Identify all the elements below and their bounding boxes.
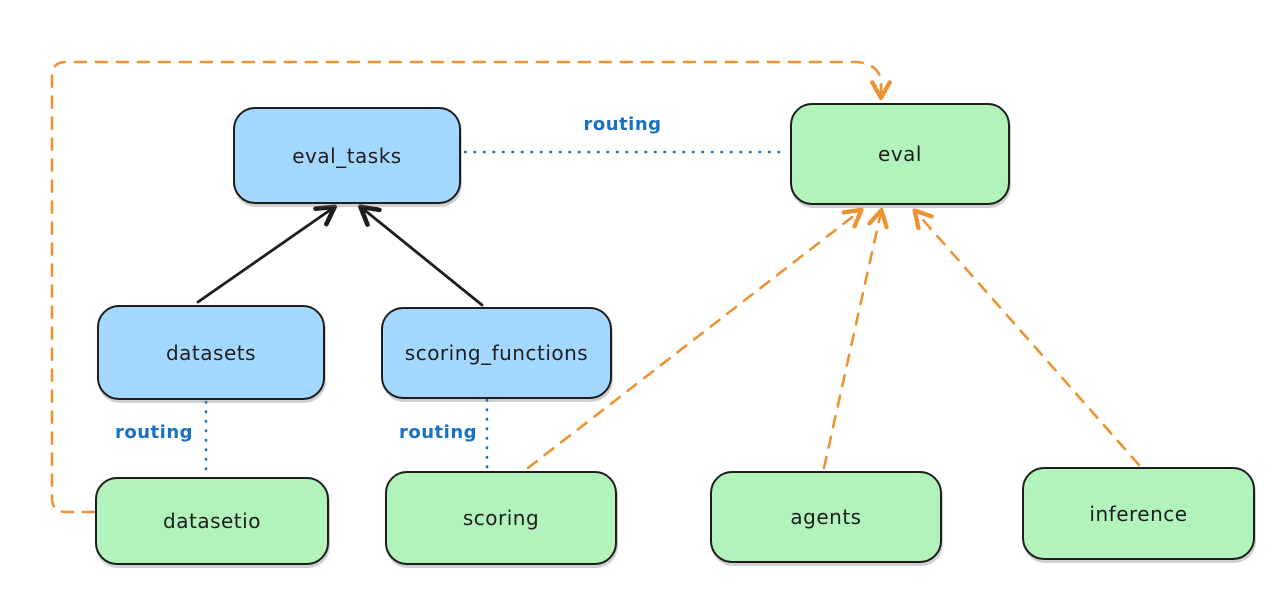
edge-inference-to-eval: [912, 208, 1141, 467]
node-agents: agents: [710, 471, 942, 563]
edge-label-routing-left: routing: [114, 422, 194, 443]
node-datasetio: datasetio: [95, 477, 329, 565]
edge-label-routing-middle: routing: [398, 422, 478, 443]
edge-label-routing-top: routing: [583, 114, 662, 135]
node-inference-label: inference: [1089, 501, 1188, 526]
node-eval: eval: [790, 103, 1010, 205]
node-eval-label: eval: [878, 142, 922, 166]
node-scoring_functions-label: scoring_functions: [404, 341, 589, 365]
edge-scoring_functions-to-eval_tasks: [358, 204, 484, 307]
node-eval_tasks-label: eval_tasks: [292, 143, 402, 168]
edge-agents-to-eval: [822, 207, 889, 470]
node-eval_tasks: eval_tasks: [233, 107, 461, 204]
node-scoring: scoring: [385, 471, 617, 565]
edge-scoring-to-eval: [526, 207, 864, 470]
node-agents-label: agents: [790, 505, 862, 529]
edge-datasets-to-eval_tasks: [196, 204, 338, 304]
node-datasets: datasets: [97, 305, 325, 400]
node-scoring_functions: scoring_functions: [381, 307, 612, 399]
node-scoring-label: scoring: [462, 506, 540, 530]
node-datasets-label: datasets: [165, 340, 257, 365]
node-inference: inference: [1022, 467, 1255, 560]
node-datasetio-label: datasetio: [163, 509, 261, 533]
edge-datasetio-to-eval: [50, 60, 892, 514]
